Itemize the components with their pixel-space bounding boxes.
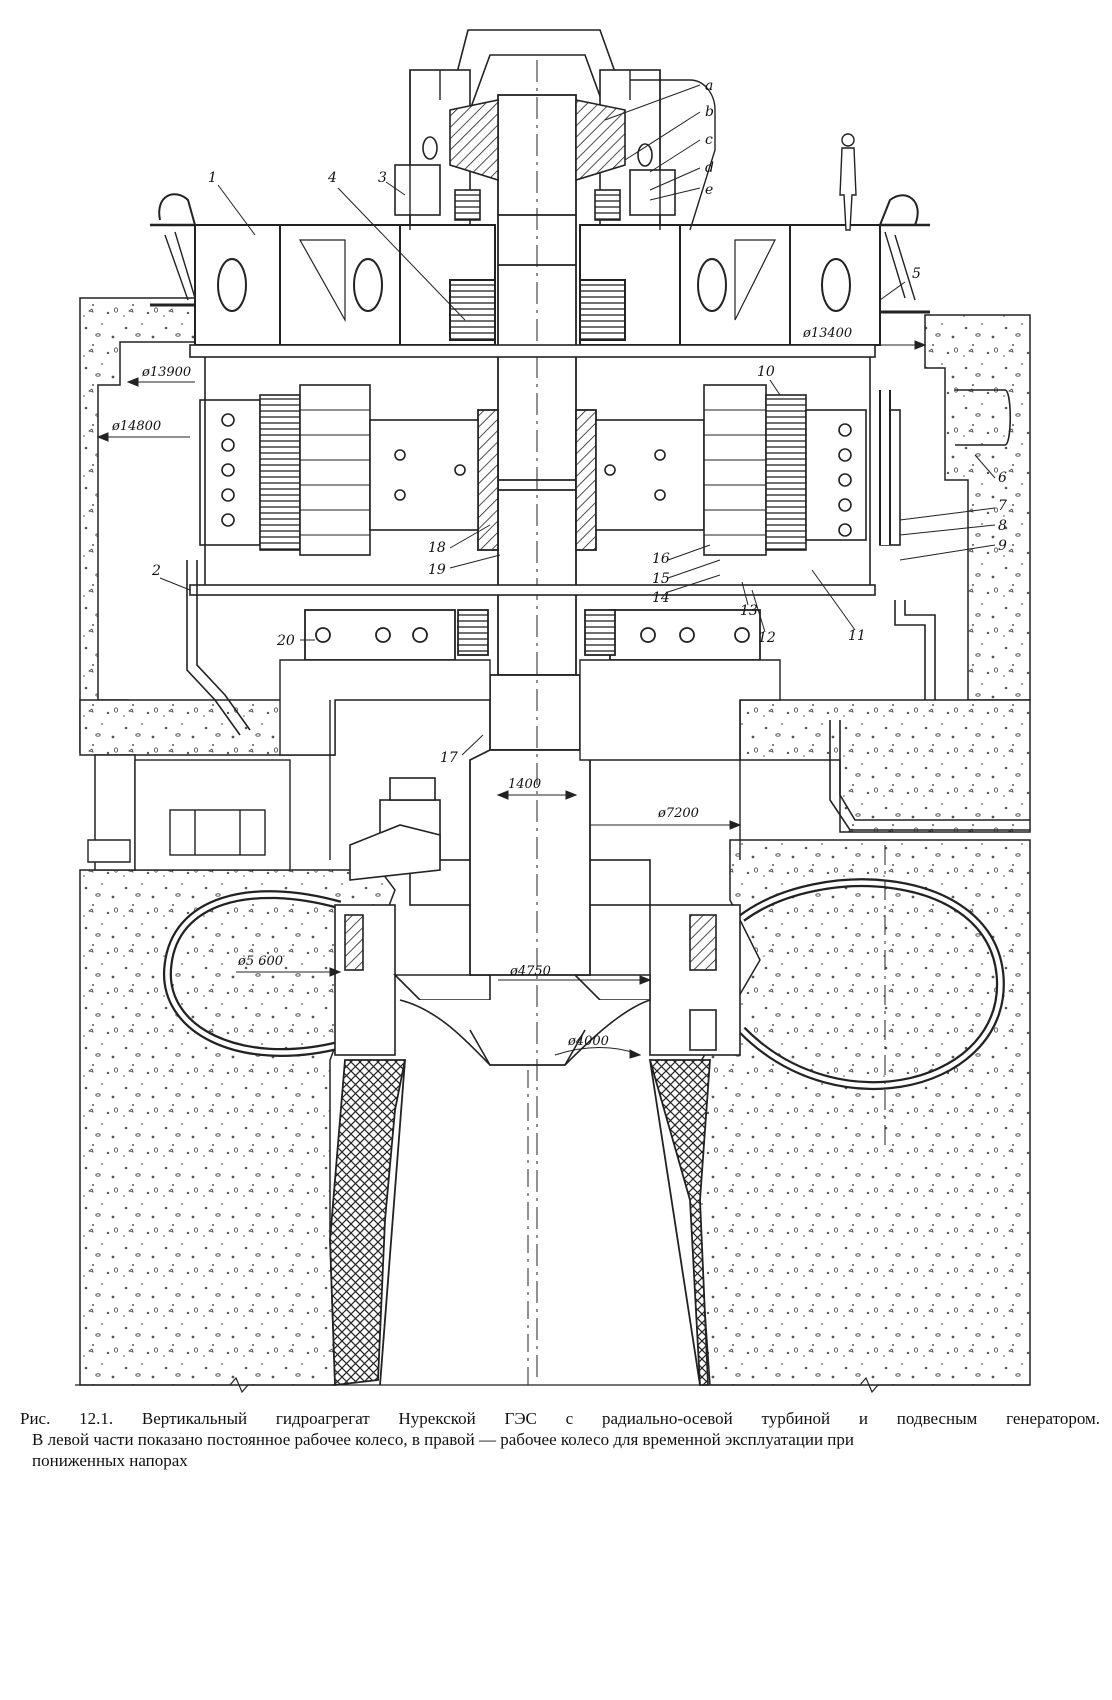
section-break-line [75,1376,1030,1394]
turbine-assembly [334,777,741,1066]
cooling-pipes [186,389,1030,831]
upper-bracket [150,193,930,346]
figure-caption: Рис. 12.1. Вертикальный гидроагрегат Нур… [20,1408,1100,1471]
callout-7: 7 [998,498,1007,514]
callout-a: a [705,78,713,94]
callout-13: 13 [740,603,758,619]
callout-6: 6 [998,470,1007,486]
callout-b: b [705,104,714,120]
draft-tube [329,1059,711,1387]
callout-4: 4 [327,170,337,186]
dim-7200: ø7200 [657,806,699,821]
dimension-lines [96,340,927,1059]
thrust-bearing-top [394,29,676,231]
callout-17: 17 [440,750,458,766]
caption-line-3: пониженных напорах [32,1451,188,1470]
leader-lines [159,84,996,756]
callout-10: 10 [757,364,775,380]
callout-20: 20 [276,633,295,649]
concrete-foundation [79,297,1031,1386]
dimension-labels: ø13900 ø14800 ø13400 1400 ø7200 ø5 600 ø… [111,326,852,1049]
callout-c: c [705,132,713,148]
lower-bracket [279,609,781,860]
callout-16: 16 [652,551,670,567]
dim-13400: ø13400 [802,326,852,341]
dim-4750: ø4750 [509,964,551,979]
callout-15: 15 [652,571,670,587]
dim-4000: ø4000 [567,1034,609,1049]
callout-labels: 1 2 3 4 5 6 7 8 9 10 11 12 13 14 15 16 1… [151,78,1007,766]
main-shaft [469,60,597,1380]
caption-line-2: В левой части показано постоянное рабоче… [32,1430,855,1449]
callout-e: e [705,182,713,198]
spiral-case [162,845,1005,1145]
callout-14: 14 [652,590,670,606]
callout-1: 1 [208,170,217,186]
service-railings [164,70,916,301]
dim-5600: ø5 600 [237,954,283,969]
callout-3: 3 [378,170,387,186]
callout-19: 19 [428,562,446,578]
callout-11: 11 [848,628,866,644]
callout-9: 9 [998,538,1007,554]
dim-13900: ø13900 [141,365,191,380]
callout-2: 2 [151,563,161,579]
callout-d: d [705,160,714,176]
callout-5: 5 [912,266,921,282]
generator [189,344,901,596]
callout-18: 18 [428,540,446,556]
dim-1400: 1400 [508,777,541,792]
callout-8: 8 [998,518,1007,534]
callout-12: 12 [758,630,776,646]
dim-14800: ø14800 [111,419,161,434]
caption-line-1: Рис. 12.1. Вертикальный гидроагрегат Нур… [20,1409,1100,1428]
auxiliary-equipment [87,759,291,871]
person-silhouette [839,133,857,231]
